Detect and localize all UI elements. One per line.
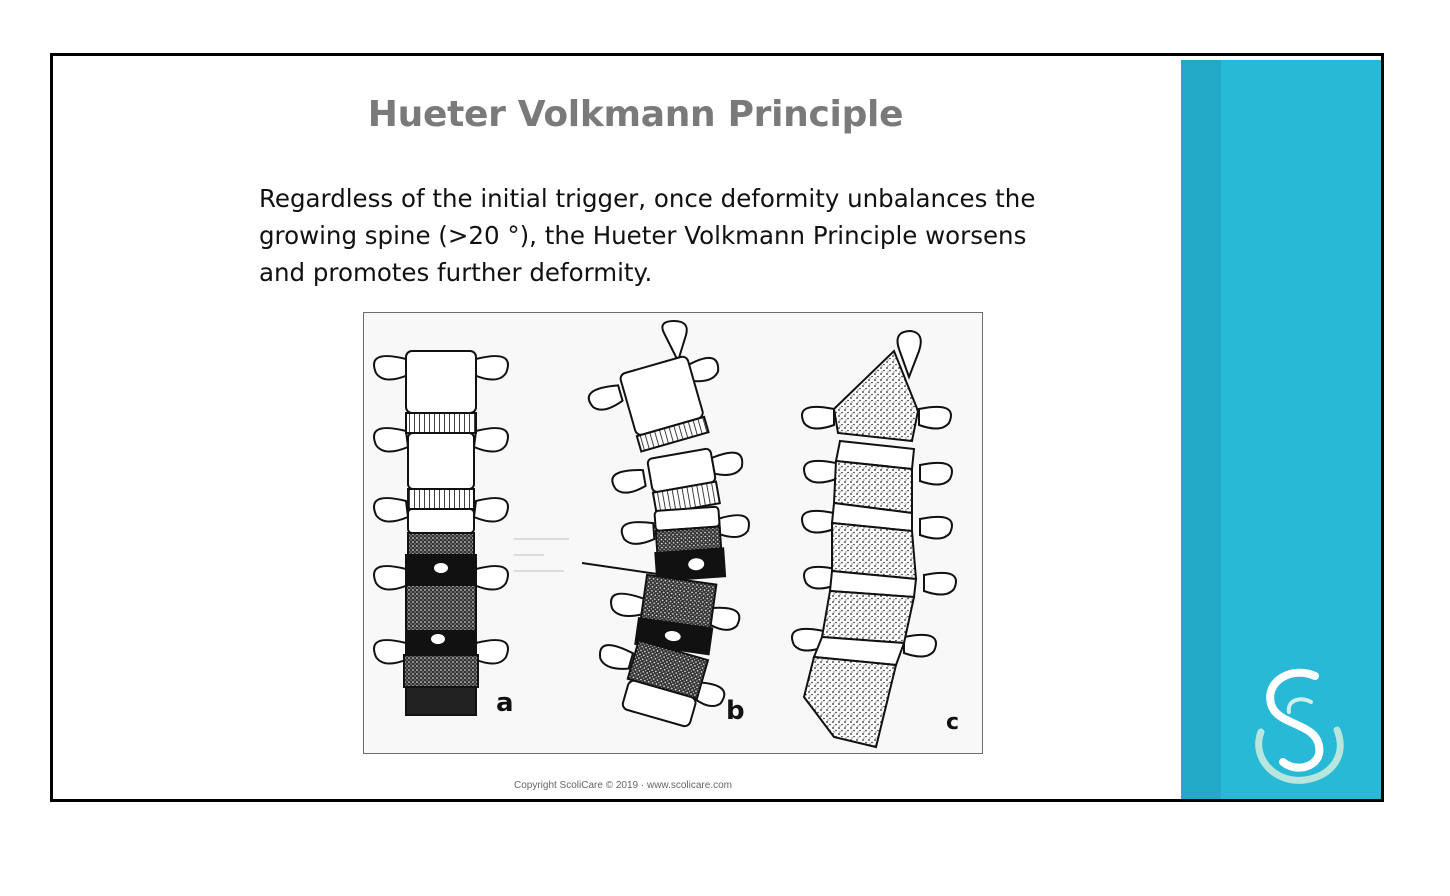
annotation-note [514, 538, 665, 576]
scolicare-s-logo-icon [1253, 662, 1353, 797]
slide-body-text: Regardless of the initial trigger, once … [259, 184, 1036, 287]
copyright-footer: Copyright ScoliCare © 2019 · www.scolica… [513, 780, 732, 791]
spine-a [373, 350, 509, 716]
spine-drawing-icon: a [373, 319, 959, 749]
panel-label-b: b [726, 696, 745, 726]
spine-c [791, 329, 957, 749]
slide-title: Hueter Volkmann Principle [367, 94, 904, 135]
spine-b [587, 319, 750, 728]
panel-label-c: c [946, 710, 959, 735]
panel-label-a: a [496, 688, 514, 718]
side-accent-band-inner [1181, 60, 1221, 799]
slide: Hueter Volkmann Principle Regardless of … [50, 53, 1384, 802]
spine-illustration: a [363, 312, 983, 754]
